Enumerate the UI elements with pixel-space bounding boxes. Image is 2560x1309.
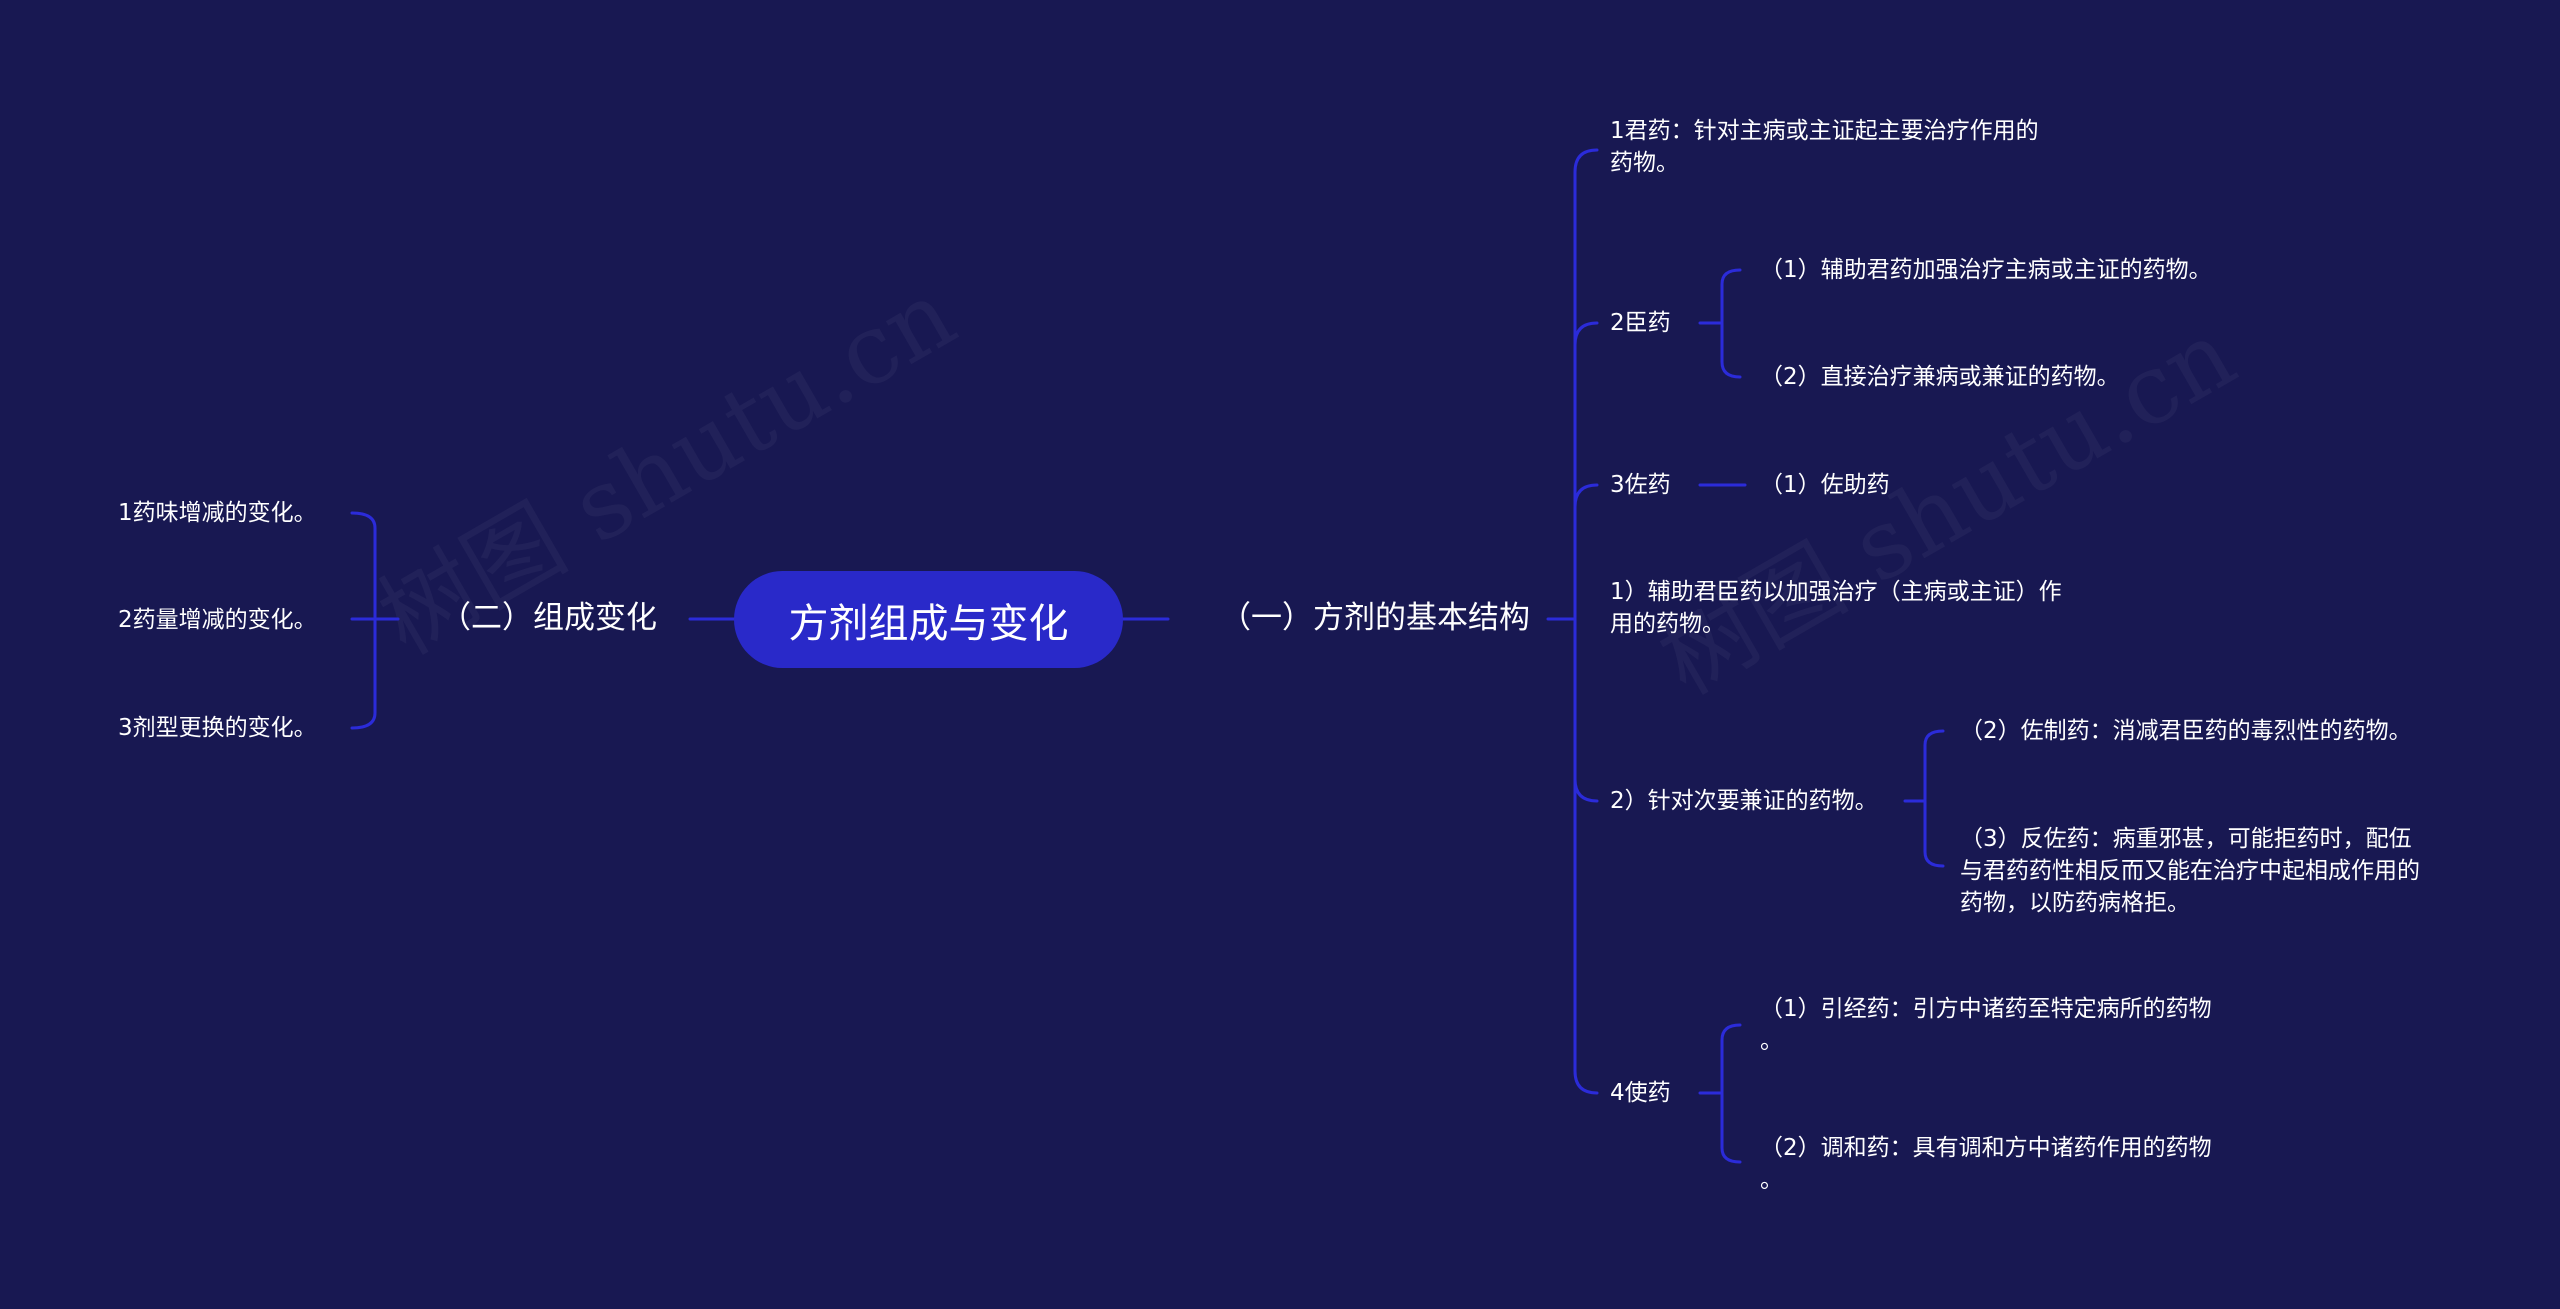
node-secondary-symptom[interactable]: 2）针对次要兼证的药物。 bbox=[1610, 788, 1878, 814]
node-fan-zuo-yao[interactable]: （3）反佐药：病重邪甚，可能拒药时，配伍 与君药药性相反而又能在治疗中起相成作用… bbox=[1960, 826, 2420, 916]
connector-right-1 bbox=[1573, 321, 1599, 621]
node-zuo-zhi-yao[interactable]: （2）佐制药：消减君臣药的毒烈性的药物。 bbox=[1960, 718, 2412, 744]
node-chen-yao[interactable]: 2臣药 bbox=[1610, 310, 1671, 336]
root-node[interactable]: 方剂组成与变化 bbox=[734, 571, 1123, 668]
connector-right-0 bbox=[1573, 148, 1599, 621]
branch-composition-change[interactable]: （二）组成变化 bbox=[440, 600, 657, 636]
connector-jian-2 bbox=[1923, 799, 1945, 868]
node-yin-jing-yao[interactable]: （1）引经药：引方中诸药至特定病所的药物 。 bbox=[1760, 996, 2212, 1054]
node-dose-change[interactable]: 2药量增减的变化。 bbox=[118, 607, 317, 633]
connector-right-4 bbox=[1573, 617, 1599, 803]
node-taste-change[interactable]: 1药味增减的变化。 bbox=[118, 500, 317, 526]
node-zuo-zhu-yao[interactable]: （1）佐助药 bbox=[1760, 472, 1890, 498]
node-zuo-yao[interactable]: 3佐药 bbox=[1610, 472, 1671, 498]
connector-chen-1 bbox=[1720, 268, 1742, 325]
connector-chen-2 bbox=[1720, 321, 1742, 379]
connector-right-5 bbox=[1573, 617, 1599, 1095]
node-form-change[interactable]: 3剂型更换的变化。 bbox=[118, 715, 317, 741]
node-shi-yao[interactable]: 4使药 bbox=[1610, 1080, 1671, 1106]
node-chen-yao-2[interactable]: （2）直接治疗兼病或兼证的药物。 bbox=[1760, 364, 2120, 390]
node-chen-yao-1[interactable]: （1）辅助君药加强治疗主病或主证的药物。 bbox=[1760, 257, 2212, 283]
root-label: 方剂组成与变化 bbox=[788, 600, 1069, 647]
connector-left-0 bbox=[350, 511, 377, 621]
node-jun-yao[interactable]: 1君药：针对主病或主证起主要治疗作用的 药物。 bbox=[1610, 118, 2039, 176]
node-assist-jun-chen[interactable]: 1）辅助君臣药以加强治疗（主病或主证）作 用的药物。 bbox=[1610, 579, 2062, 637]
connector-right-2 bbox=[1573, 483, 1599, 621]
branch-basic-structure[interactable]: （一）方剂的基本结构 bbox=[1220, 600, 1530, 636]
node-tiao-he-yao[interactable]: （2）调和药：具有调和方中诸药作用的药物 。 bbox=[1760, 1135, 2212, 1193]
connector-left-2 bbox=[350, 617, 377, 730]
connector-shi-1 bbox=[1720, 1023, 1742, 1095]
connector-jian-1 bbox=[1923, 729, 1945, 803]
connector-shi-2 bbox=[1720, 1091, 1742, 1164]
